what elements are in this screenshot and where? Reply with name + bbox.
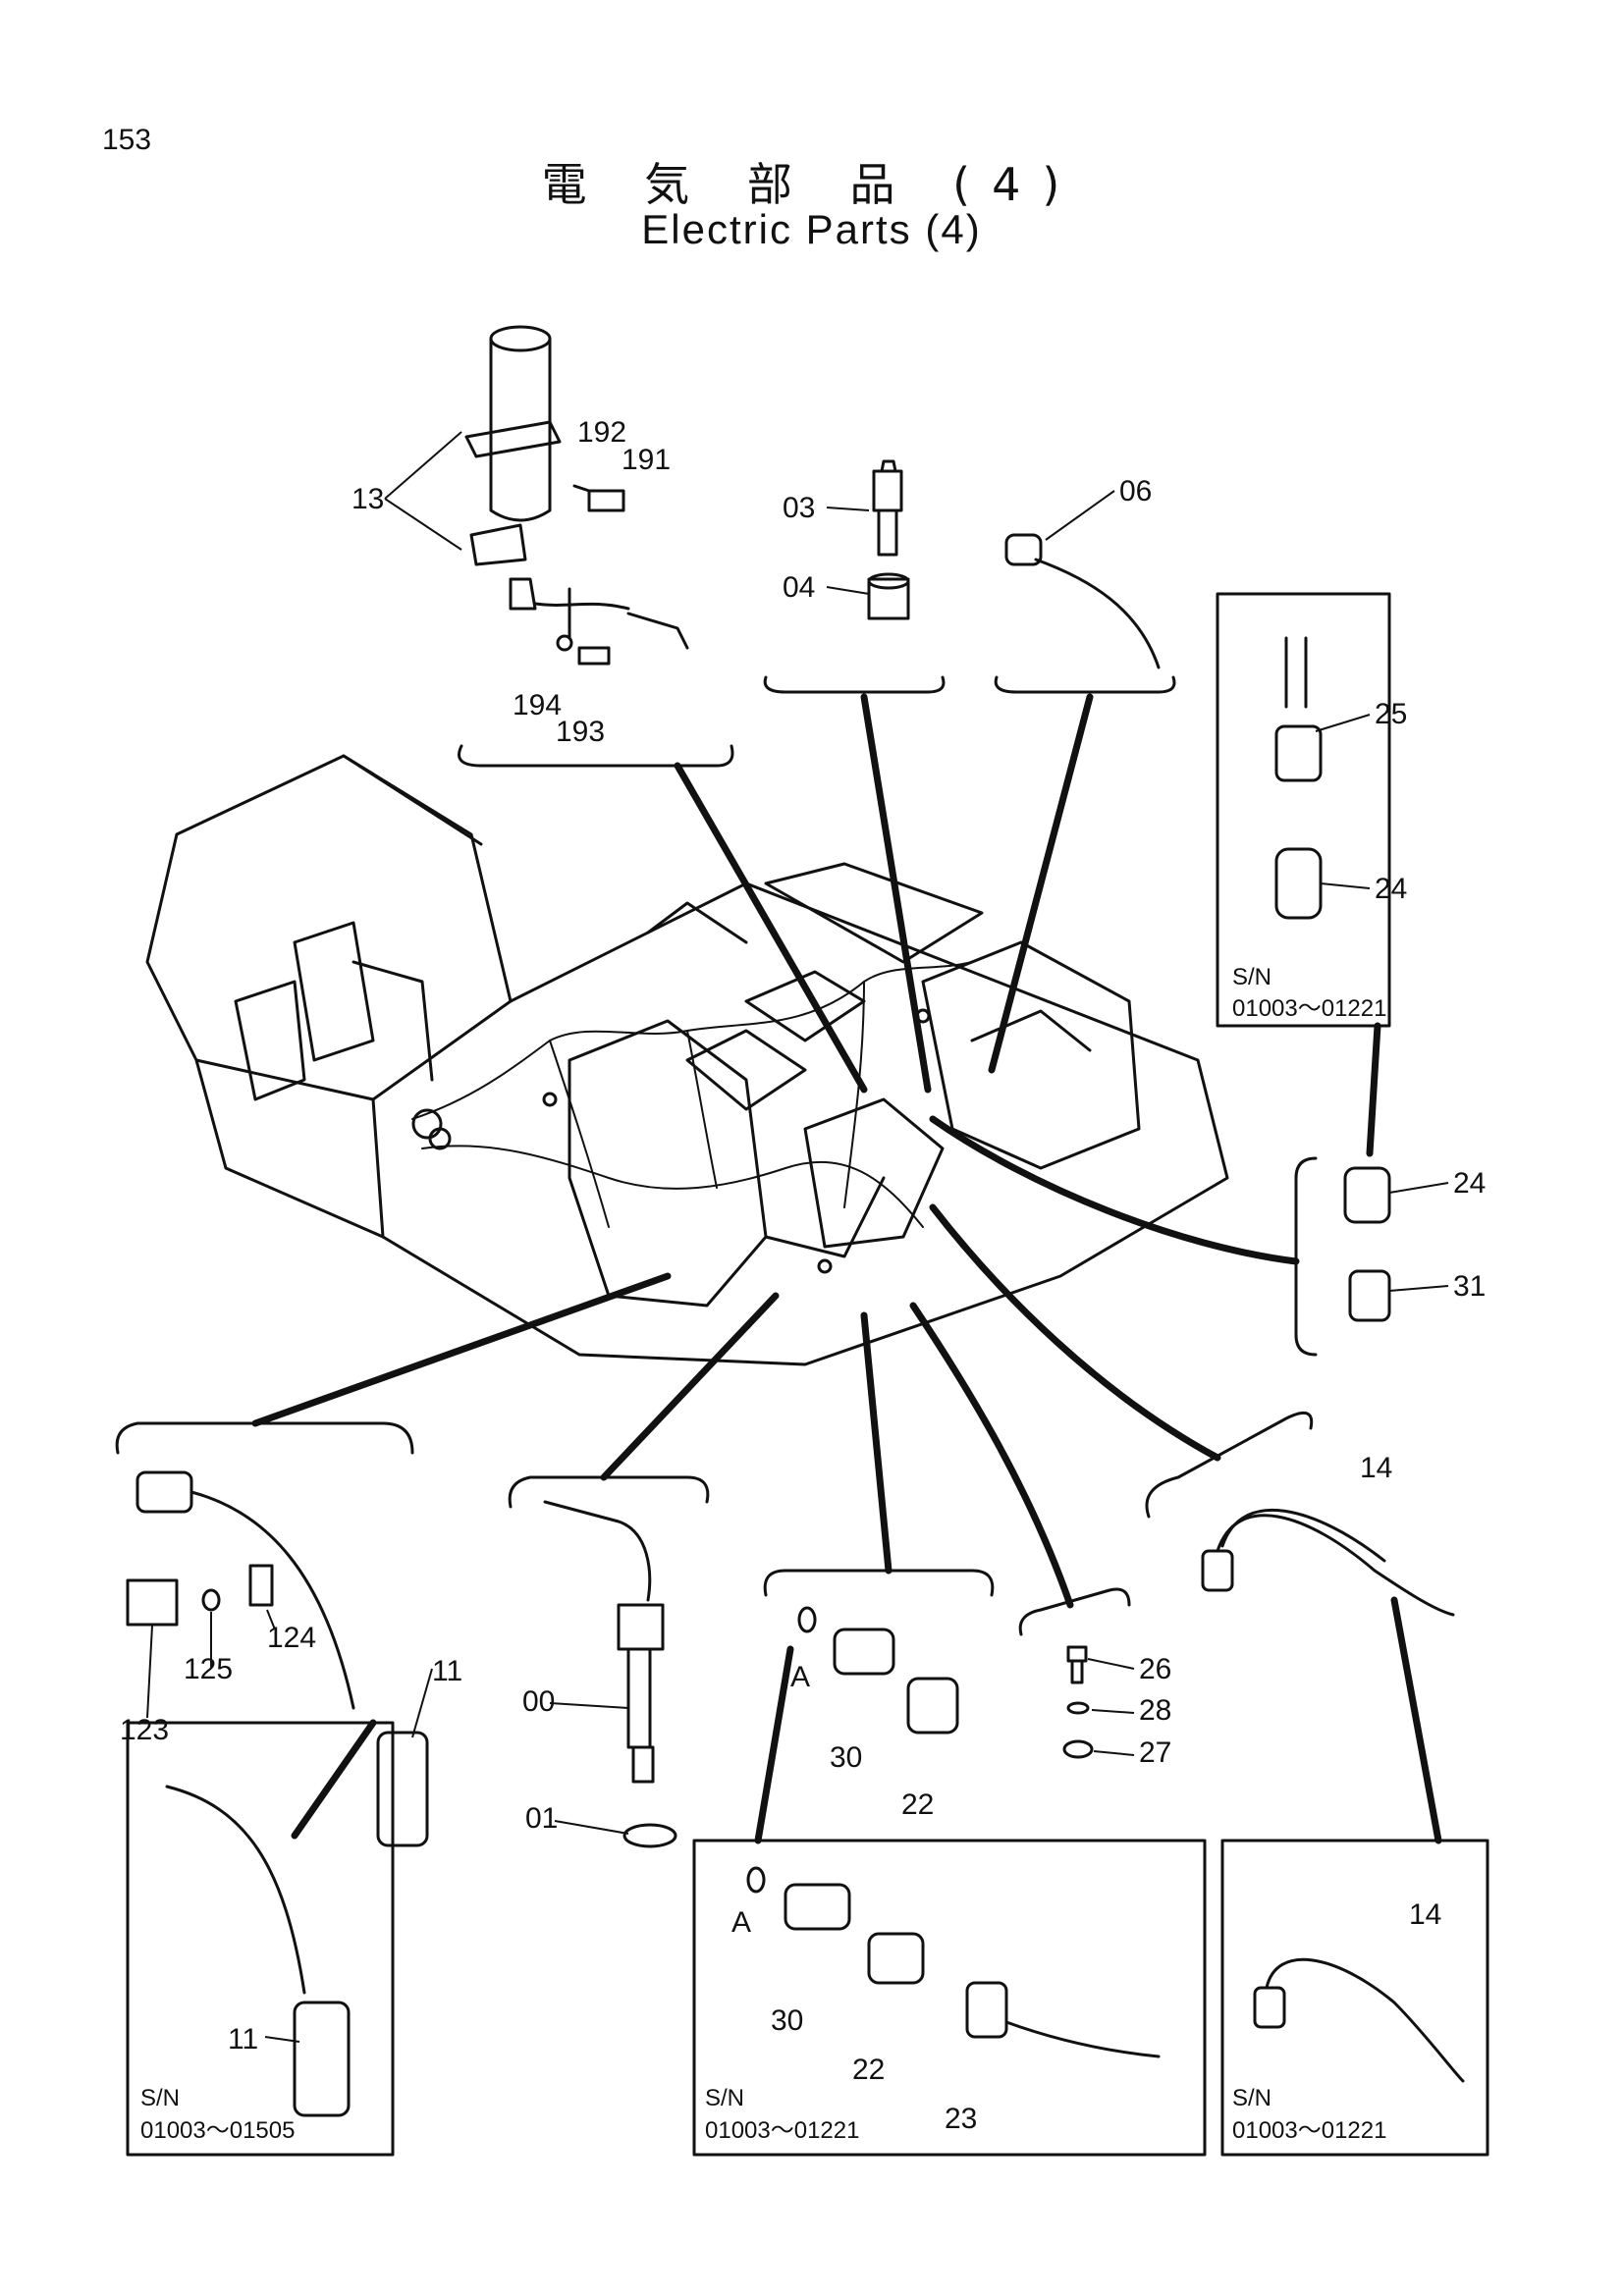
label-27: 27 (1139, 1736, 1171, 1769)
label-193: 193 (556, 716, 605, 748)
sn-range-22-23: 01003～01221 (705, 2117, 859, 2144)
label-191: 191 (622, 444, 671, 476)
label-25: 25 (1375, 698, 1407, 730)
label-24-box: 24 (1375, 873, 1407, 905)
label-03: 03 (783, 492, 815, 524)
label-06: 06 (1119, 475, 1152, 507)
label-125: 125 (184, 1653, 233, 1685)
label-a: A (790, 1661, 810, 1693)
page-title-english: Electric Parts (4) (641, 206, 982, 252)
page-title-japanese: 電 気 部 品 (4) (541, 158, 1082, 211)
label-26: 26 (1139, 1653, 1171, 1685)
label-194: 194 (513, 689, 562, 721)
page-number: 153 (102, 124, 152, 156)
label-04: 04 (783, 571, 815, 604)
label-a-box: A (731, 1906, 751, 1939)
label-30: 30 (830, 1741, 862, 1774)
part-14-box (1220, 1839, 1489, 2157)
part-06-sensor (1004, 533, 1161, 669)
sn-range-24-25: 01003～01221 (1232, 995, 1386, 1022)
part-22-23-box (692, 1839, 1207, 2157)
label-leaders (146, 431, 1449, 2043)
label-14: 14 (1360, 1452, 1392, 1484)
sn-label-24-25: S/N (1232, 964, 1271, 990)
sn-range-11: 01003～01505 (140, 2117, 295, 2144)
sn-label-11: S/N (140, 2085, 180, 2111)
label-01: 01 (525, 1802, 558, 1835)
label-14-box: 14 (1409, 1898, 1441, 1931)
label-28: 28 (1139, 1694, 1171, 1727)
label-30-box: 30 (771, 2004, 803, 2037)
part-24-31-group (1343, 1166, 1391, 1322)
part-11-box (126, 1721, 395, 2157)
part-24-25-box (1216, 592, 1391, 1028)
label-192: 192 (577, 416, 626, 449)
machine-body (145, 754, 1229, 1366)
part-26-28-27 (1062, 1645, 1094, 1759)
sn-label-14: S/N (1232, 2085, 1271, 2111)
label-11-box: 11 (228, 2023, 258, 2056)
part-30-22-group (797, 1606, 959, 1735)
sn-range-14: 01003～01221 (1232, 2117, 1386, 2144)
label-00: 00 (522, 1685, 555, 1718)
part-14-harness (1201, 1508, 1455, 1617)
label-124: 124 (267, 1622, 316, 1654)
label-22: 22 (901, 1789, 934, 1821)
label-24: 24 (1453, 1167, 1486, 1200)
label-11: 11 (432, 1655, 462, 1687)
part-11-group (126, 1470, 429, 1847)
part-13-filter (464, 325, 689, 666)
leader-lines (115, 675, 1442, 1844)
part-00-01-sensor (543, 1500, 677, 1848)
label-31: 31 (1453, 1270, 1486, 1303)
label-22-box: 22 (852, 2054, 885, 2086)
label-13: 13 (352, 483, 384, 515)
part-03-04-sensor (867, 459, 910, 620)
sn-label-22-23: S/N (705, 2085, 744, 2111)
label-23-box: 23 (945, 2103, 977, 2135)
label-123: 123 (120, 1714, 169, 1746)
